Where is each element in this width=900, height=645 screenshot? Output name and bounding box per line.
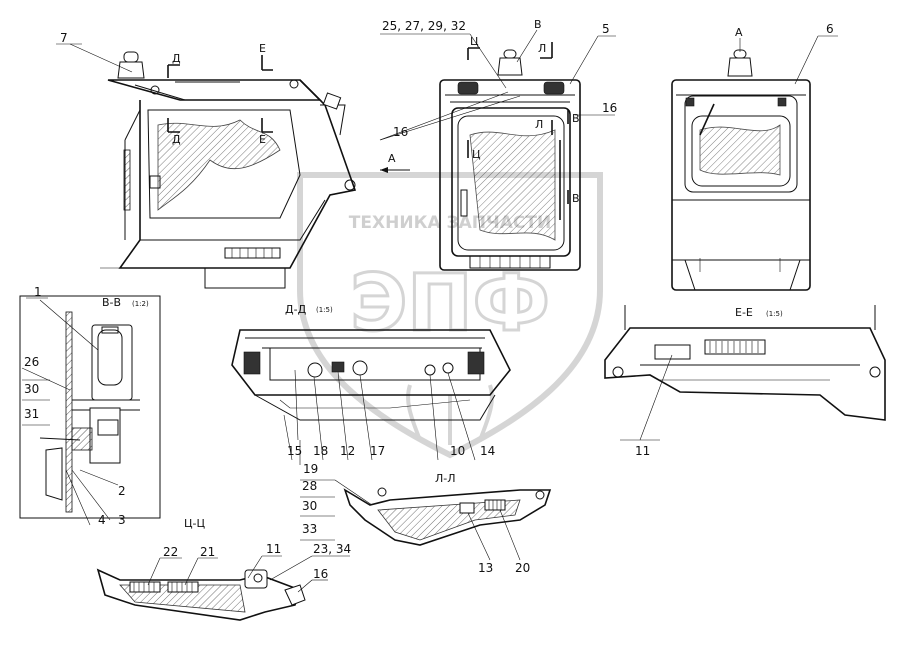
watermark: ТЕХНИКА ЗАПЧАСТИ ЭПФ	[297, 172, 603, 459]
callout-31: 31	[24, 407, 39, 421]
callout-10: 10	[450, 444, 465, 458]
cab-rear-view: А 6	[671, 22, 838, 291]
callout-16-front-left: 16	[393, 125, 408, 139]
section-tsts-title: Ц-Ц	[184, 517, 206, 530]
cut-mark-ts-top: Ц	[470, 35, 479, 48]
callout-15: 15	[287, 444, 302, 458]
callout-19: 19	[303, 462, 318, 476]
watermark-logo: ЭПФ	[350, 259, 550, 349]
section-vv-scale: (1:2)	[132, 300, 149, 308]
callout-28: 28	[302, 479, 317, 493]
section-vv-title: В-В	[102, 296, 121, 309]
section-ll: Л-Л 28 30 33 13 20	[300, 472, 552, 575]
callout-30-ll: 30	[302, 499, 317, 513]
callout-18: 18	[313, 444, 328, 458]
callout-1: 1	[34, 285, 42, 299]
callout-16-front-right: 16	[602, 101, 617, 115]
cut-mark-ts-bottom: Ц	[472, 148, 481, 161]
callout-7: 7	[60, 31, 68, 45]
wheat-icon	[406, 384, 494, 445]
cut-mark-a-side: А	[388, 152, 396, 165]
section-ll-title: Л-Л	[435, 472, 456, 485]
cut-mark-l-top: Л	[538, 42, 546, 55]
callout-22: 22	[163, 545, 178, 559]
callout-11-ee: 11	[635, 444, 650, 458]
section-dd-scale: (1:5)	[316, 306, 333, 314]
callout-20: 20	[515, 561, 530, 575]
section-dd: Д-Д (1:5) 15 18 12 17 10 14 19	[231, 303, 511, 476]
cut-mark-v-right-bottom: В	[572, 192, 580, 205]
cut-mark-a-rear: А	[735, 26, 743, 39]
section-tsts: Ц-Ц 22 21 11 23, 34 16	[96, 517, 351, 621]
callout-12: 12	[340, 444, 355, 458]
callout-2: 2	[118, 484, 126, 498]
cab-side-view: Д Д Е Е 7 А	[56, 31, 410, 289]
cut-mark-e-bottom: Е	[259, 133, 266, 146]
callout-14: 14	[480, 444, 495, 458]
section-ee-title: Е-Е	[735, 306, 753, 319]
callout-16-tsts: 16	[313, 567, 328, 581]
callout-26: 26	[24, 355, 39, 369]
callout-33: 33	[302, 522, 317, 536]
callout-5: 5	[602, 22, 610, 36]
cab-front-view: Ц Ц Л Л В В В 25, 27, 29, 32 5 16 16	[379, 18, 617, 271]
callout-11-tsts: 11	[266, 542, 281, 556]
callout-13: 13	[478, 561, 493, 575]
callout-21: 21	[200, 545, 215, 559]
callout-6: 6	[826, 22, 834, 36]
callout-30-vv: 30	[24, 382, 39, 396]
cut-mark-v-top: В	[534, 18, 542, 31]
section-dd-title: Д-Д	[285, 303, 307, 316]
callout-17: 17	[370, 444, 385, 458]
cut-mark-v-right-top: В	[572, 112, 580, 125]
cut-mark-d-bottom: Д	[172, 133, 181, 146]
callout-23-34: 23, 34	[313, 542, 351, 556]
cut-mark-d-top: Д	[172, 52, 181, 65]
callout-4: 4	[98, 513, 106, 527]
callout-3: 3	[118, 513, 126, 527]
watermark-shield	[297, 172, 603, 459]
section-vv: В-В (1:2) 1 26 30 31 2 3 4	[19, 285, 161, 527]
callout-25-27-29-32: 25, 27, 29, 32	[382, 19, 466, 33]
cut-mark-l-bottom: Л	[535, 118, 543, 131]
section-ee-scale: (1:5)	[766, 310, 783, 318]
section-ee: Е-Е (1:5) 11	[604, 305, 886, 458]
cut-mark-e-top: Е	[259, 42, 266, 55]
